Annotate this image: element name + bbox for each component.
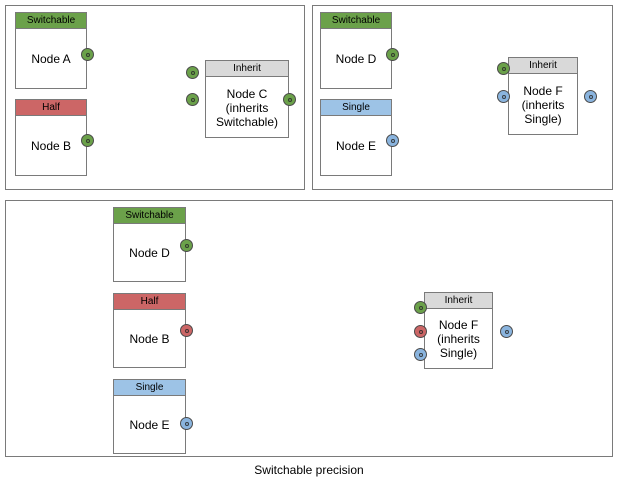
panel-3 [5,200,613,457]
node-e[interactable]: Single Node E [320,99,392,176]
node-c[interactable]: Inherit Node C (inherits Switchable) [205,60,289,138]
node-f-input-port-1[interactable] [497,62,510,75]
node-b[interactable]: Half Node B [15,99,87,176]
node-b2-body: Node B [129,332,170,346]
node-d-header: Switchable [321,13,391,29]
node-b-output-port[interactable] [81,134,94,147]
node-f2-body: Node F (inherits Single) [437,318,480,360]
node-b2-header: Half [114,294,185,310]
figure-caption: Switchable precision [254,463,364,477]
node-b-header: Half [16,100,86,116]
node-e-output-port[interactable] [386,134,399,147]
node-e-body: Node E [335,139,377,153]
node-f[interactable]: Inherit Node F (inherits Single) [508,57,578,135]
node-c-body: Node C (inherits Switchable) [215,86,279,129]
node-b-body: Node B [30,139,72,153]
node-a-header: Switchable [16,13,86,29]
node-f2-input-port-2[interactable] [414,325,427,338]
node-e2-output-port[interactable] [180,417,193,430]
node-f-header: Inherit [509,58,577,74]
node-d2-body: Node D [129,246,170,260]
node-f2-header: Inherit [425,293,492,309]
node-c-header: Inherit [206,61,288,77]
node-b2[interactable]: Half Node B [113,293,186,368]
node-f2-output-port[interactable] [500,325,513,338]
node-e-header: Single [321,100,391,116]
node-f-output-port[interactable] [584,90,597,103]
node-d2[interactable]: Switchable Node D [113,207,186,282]
node-d-body: Node D [335,52,377,66]
node-d[interactable]: Switchable Node D [320,12,392,89]
node-f-body: Node F (inherits Single) [521,83,565,126]
node-a[interactable]: Switchable Node A [15,12,87,89]
node-e2-body: Node E [129,418,170,432]
node-f2-input-port-3[interactable] [414,348,427,361]
node-a-output-port[interactable] [81,48,94,61]
node-f-input-port-2[interactable] [497,90,510,103]
node-c-output-port[interactable] [283,93,296,106]
node-c-input-port-2[interactable] [186,93,199,106]
node-e2-header: Single [114,380,185,396]
node-a-body: Node A [31,52,71,66]
node-d2-header: Switchable [114,208,185,224]
node-c-input-port-1[interactable] [186,66,199,79]
node-b2-output-port[interactable] [180,324,193,337]
node-f2[interactable]: Inherit Node F (inherits Single) [424,292,493,369]
node-f2-input-port-1[interactable] [414,301,427,314]
node-d2-output-port[interactable] [180,239,193,252]
node-e2[interactable]: Single Node E [113,379,186,454]
node-d-output-port[interactable] [386,48,399,61]
